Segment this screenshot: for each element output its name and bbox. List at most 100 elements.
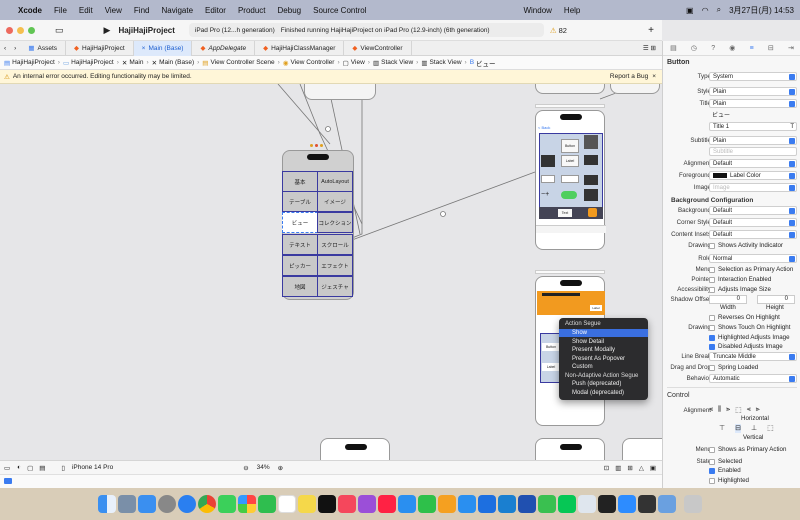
breadcrumb-1[interactable]: ▭HajiHajiProject xyxy=(63,59,114,67)
keynote-icon[interactable] xyxy=(398,495,416,513)
constraints-icon[interactable]: ⊞ xyxy=(627,464,633,472)
update-frames-icon[interactable]: ⊡ xyxy=(603,464,610,472)
chrome-icon[interactable] xyxy=(198,495,216,513)
debug-toggle-icon[interactable] xyxy=(4,478,12,484)
sidebar-toggle-icon[interactable]: ▭ xyxy=(55,24,64,35)
resolve-icon[interactable]: △ xyxy=(638,464,644,472)
embed-icon[interactable]: ▣ xyxy=(649,464,656,472)
activity-indicator-checkbox[interactable]: Shows Activity Indicator xyxy=(709,242,783,249)
breadcrumb-0[interactable]: ▤HajiHajiProject xyxy=(4,59,55,67)
role-popup[interactable]: Normal xyxy=(709,254,797,263)
menu-navigate[interactable]: Navigate xyxy=(161,5,194,15)
file-inspector-icon[interactable]: ▤ xyxy=(670,45,677,52)
tab-appdelegate[interactable]: ◆AppDelegate xyxy=(192,40,256,56)
pointer-checkbox[interactable]: Interaction Enabled xyxy=(709,276,771,283)
line-break-popup[interactable]: Truncate Middle xyxy=(709,352,797,361)
vscode-icon[interactable] xyxy=(498,495,516,513)
clock[interactable]: 3月27日(月) 14:53 xyxy=(729,5,794,15)
forward-icon[interactable]: › xyxy=(14,44,17,52)
editor-options-icon[interactable]: ☰ ⊞ xyxy=(642,45,656,52)
behavior-popup[interactable]: Automatic xyxy=(709,374,797,383)
image-view-controller-scene[interactable]: < Back Button Label −+ Text xyxy=(535,110,606,250)
outline-toggle-icon[interactable]: ▭ xyxy=(4,464,11,472)
notes-icon[interactable] xyxy=(298,495,316,513)
vertical-alignment-control[interactable]: ⊤⊟⊥⬚ xyxy=(719,424,779,433)
reverses-checkbox[interactable]: Reverses On Highlight xyxy=(709,314,780,321)
scene-top-right[interactable] xyxy=(535,84,605,94)
tab-classmanager[interactable]: ◆HajiHajiClassManager xyxy=(255,40,345,56)
close-window-button[interactable] xyxy=(6,26,13,34)
grid-button-selected[interactable]: ビュー xyxy=(282,212,318,233)
close-icon[interactable]: × xyxy=(652,73,656,80)
checkbox-checked[interactable] xyxy=(709,334,715,341)
text-field-cell[interactable] xyxy=(541,175,555,183)
scene-dock-bar[interactable] xyxy=(310,144,324,148)
menu-product[interactable]: Product xyxy=(237,5,266,15)
subtitle-field[interactable]: Subtitle xyxy=(709,147,797,156)
back-icon[interactable]: ‹ xyxy=(4,44,7,52)
launchpad-icon[interactable] xyxy=(118,495,136,513)
checkbox[interactable] xyxy=(709,276,715,283)
sourcetree-icon[interactable] xyxy=(518,495,536,513)
align-right-icon[interactable]: ⫸ xyxy=(726,406,731,413)
scene-bottom-2[interactable] xyxy=(535,438,605,460)
grid-button[interactable]: テーブル xyxy=(282,191,318,212)
menu-help[interactable]: Help xyxy=(563,5,581,15)
style-popup[interactable]: Plain xyxy=(709,87,797,96)
menu-item-push[interactable]: Push (deprecated) xyxy=(572,381,622,388)
tab-viewcontroller[interactable]: ◆ViewController xyxy=(344,40,412,56)
zoom-window-button[interactable] xyxy=(28,26,35,34)
enabled-checkbox[interactable]: Enabled xyxy=(709,467,741,474)
grid-button[interactable]: ジェスチャ xyxy=(317,276,353,297)
grid-button[interactable]: イメージ xyxy=(317,191,353,212)
news-icon[interactable] xyxy=(378,495,396,513)
grid-button[interactable]: ピッカー xyxy=(282,255,318,276)
subtitle-popup[interactable]: Plain xyxy=(709,136,797,145)
safari-icon[interactable] xyxy=(178,495,196,513)
tab-assets[interactable]: ▦Assets xyxy=(20,40,67,56)
orientation-icon[interactable]: ▢ xyxy=(27,464,34,472)
checkbox[interactable] xyxy=(709,266,715,273)
shadow-width-field[interactable]: 0 xyxy=(709,295,747,304)
breadcrumb-2[interactable]: ✕Main xyxy=(122,59,144,67)
checkbox[interactable] xyxy=(709,314,715,321)
breadcrumb-6[interactable]: ▢View xyxy=(343,59,365,67)
appearance-icon[interactable]: ◐ xyxy=(17,464,22,471)
grid-button[interactable]: 基本 xyxy=(282,171,318,192)
scene-top-far-right[interactable] xyxy=(610,84,660,94)
music-icon[interactable] xyxy=(338,495,356,513)
selected-checkbox[interactable]: Selected xyxy=(709,458,742,465)
attributes-icon[interactable]: ≡ xyxy=(749,44,754,52)
checkbox[interactable] xyxy=(709,242,715,249)
grid-button[interactable]: 地図 xyxy=(282,276,318,297)
mail-icon[interactable] xyxy=(138,495,156,513)
align-fill-vertical-icon[interactable]: ⬚ xyxy=(767,425,774,432)
breadcrumb-8[interactable]: ▥Stack View xyxy=(421,59,461,67)
scene-title-bar[interactable] xyxy=(535,270,605,274)
label-cell[interactable]: Label xyxy=(561,155,579,167)
breadcrumb-5[interactable]: ◉View Controller xyxy=(283,59,335,67)
add-button[interactable]: + xyxy=(648,24,654,36)
button-cell[interactable]: Button xyxy=(561,139,579,153)
corner-style-popup[interactable]: Default xyxy=(709,218,797,227)
disabled-adjusts-checkbox[interactable]: Disabled Adjusts Image xyxy=(709,343,783,350)
grid-button[interactable]: テキスト xyxy=(282,234,318,255)
menu-window[interactable]: Window xyxy=(523,5,552,15)
zoom-out-icon[interactable]: ⊖ xyxy=(243,464,249,472)
grid-button[interactable]: エフェクト xyxy=(317,255,353,276)
storyboard-canvas[interactable]: 基本 AutoLayout テーブル イメージ ビュー コレクション テキスト … xyxy=(0,84,662,460)
stepper-cell[interactable] xyxy=(561,175,579,183)
checkbox[interactable] xyxy=(709,458,715,465)
scene-top[interactable] xyxy=(304,84,376,100)
close-icon[interactable]: × xyxy=(141,44,146,52)
connections-icon[interactable]: ⇥ xyxy=(787,45,794,52)
help-icon[interactable]: ? xyxy=(711,44,716,52)
menu-item-present-popover[interactable]: Present As Popover xyxy=(572,355,626,362)
checkbox-checked[interactable] xyxy=(709,467,715,474)
messages-icon[interactable] xyxy=(218,495,236,513)
tab-project[interactable]: ◆HajiHajiProject xyxy=(66,40,134,56)
scene-bottom-1[interactable] xyxy=(320,438,390,460)
search-icon[interactable]: ⌕ xyxy=(716,5,722,14)
menu-view[interactable]: View xyxy=(104,5,122,15)
